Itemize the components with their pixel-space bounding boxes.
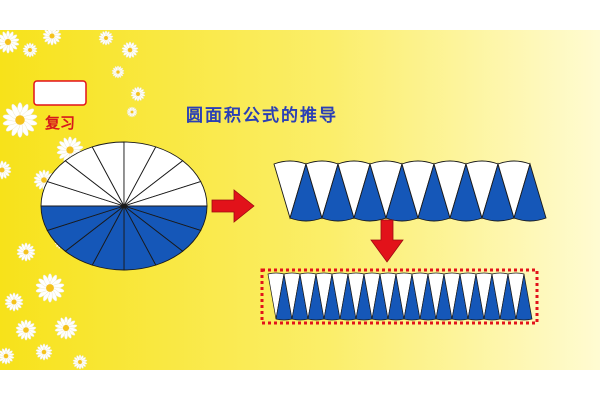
review-badge: 复习 (34, 111, 86, 135)
strip-sector (513, 162, 547, 222)
daisy-icon (121, 41, 139, 59)
daisy-icon (4, 292, 24, 312)
daisy-icon (0, 347, 15, 365)
daisy-icon (111, 65, 125, 79)
arrow-right-icon (211, 189, 255, 223)
daisy-icon (98, 30, 114, 46)
daisy-icon (16, 242, 36, 262)
daisy-icon (2, 102, 38, 138)
daisy-icon (130, 86, 146, 102)
review-badge-label: 复习 (44, 114, 75, 132)
circle-divided-into-sectors (40, 141, 208, 271)
daisy-icon (42, 30, 62, 46)
slide-canvas (0, 30, 600, 370)
rectangle-dashed-frame (260, 268, 539, 325)
daisy-icon (54, 316, 78, 340)
slide-title: 圆面积公式的推导 (186, 106, 338, 126)
rectangle-sector (515, 273, 533, 321)
daisy-icon (22, 42, 38, 58)
daisy-icon (126, 106, 138, 118)
sectors-approximate-rectangle (267, 272, 533, 321)
daisy-icon (15, 319, 37, 341)
daisy-icon (0, 160, 12, 180)
daisy-icon (72, 354, 88, 370)
circle-sector (123, 180, 208, 207)
slide: 复习 圆面积公式的推导 (0, 30, 600, 370)
daisy-icon (0, 30, 20, 54)
arrow-down-icon (370, 219, 404, 263)
badge-box (33, 80, 87, 106)
daisy-icon (35, 273, 65, 303)
daisy-icon (35, 343, 53, 361)
sectors-rearranged-strip (273, 160, 547, 222)
